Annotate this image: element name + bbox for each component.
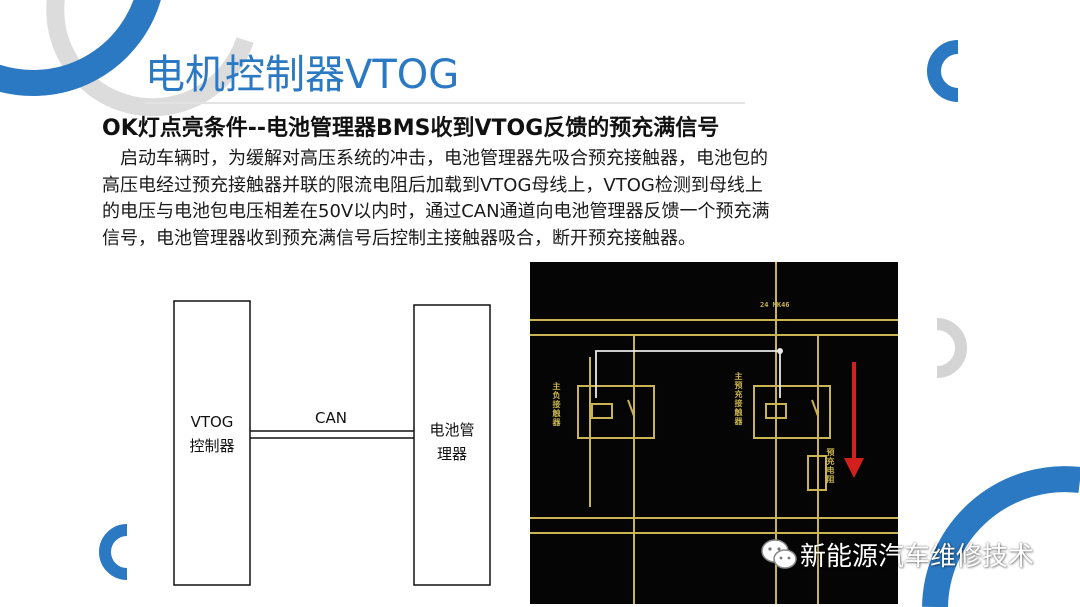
- decor-blue-c-topright: [927, 40, 959, 102]
- paragraph-line: 的电压与电池包电压相差在50V以内时，通过CAN通道向电池管理器反馈一个预充满: [102, 201, 770, 222]
- red-arrow-icon: [844, 362, 864, 478]
- can-label: CAN: [315, 409, 347, 427]
- paragraph-line: 高压电经过预充接触器并联的限流电阻后加载到VTOG母线上，VTOG检测到母线上: [102, 174, 763, 196]
- description-paragraph: 启动车辆时，为缓解对高压系统的冲击，电池管理器先吸合预充接触器，电池包的 高压电…: [102, 146, 942, 252]
- paragraph-line: 信号，电池管理器收到预充满信号后控制主接触器吸合，断开预充接触器。: [102, 227, 696, 249]
- circuit-top-label: 24 MK46: [760, 301, 790, 309]
- section-subtitle: OK灯点亮条件--电池管理器BMS收到VTOG反馈的预充满信号: [102, 116, 720, 141]
- title-divider: [145, 102, 745, 104]
- right-relay-label: 主预充接触器: [734, 372, 743, 426]
- left-relay-label: 主负接触器: [552, 382, 561, 427]
- decor-blue-arc-bottomright: [922, 466, 1080, 607]
- bms-label-line2: 理器: [437, 445, 467, 463]
- decor-blue-c-bottomleft: [99, 524, 128, 580]
- page-title: 电机控制器VTOG: [145, 52, 460, 98]
- decor-blue-arc-topleft: [0, 0, 161, 96]
- bms-label-line1: 电池管: [429, 421, 474, 439]
- vtog-box: [173, 300, 251, 586]
- paragraph-line: 启动车辆时，为缓解对高压系统的冲击，电池管理器先吸合预充接触器，电池包的: [120, 148, 768, 169]
- decor-gray-c-right: [936, 318, 967, 378]
- wechat-icon: [761, 539, 797, 569]
- vtog-label-line1: VTOG: [191, 413, 234, 431]
- can-block-diagram: VTOG 控制器 CAN 电池管 理器: [173, 300, 491, 586]
- resistor-label: 预充电阻: [826, 448, 835, 484]
- vtog-label-line2: 控制器: [189, 437, 234, 455]
- decor-gray-arc-topleft: [46, 0, 254, 117]
- watermark-text: 新能源汽车维修技术: [800, 542, 1035, 572]
- bms-box: [413, 304, 491, 586]
